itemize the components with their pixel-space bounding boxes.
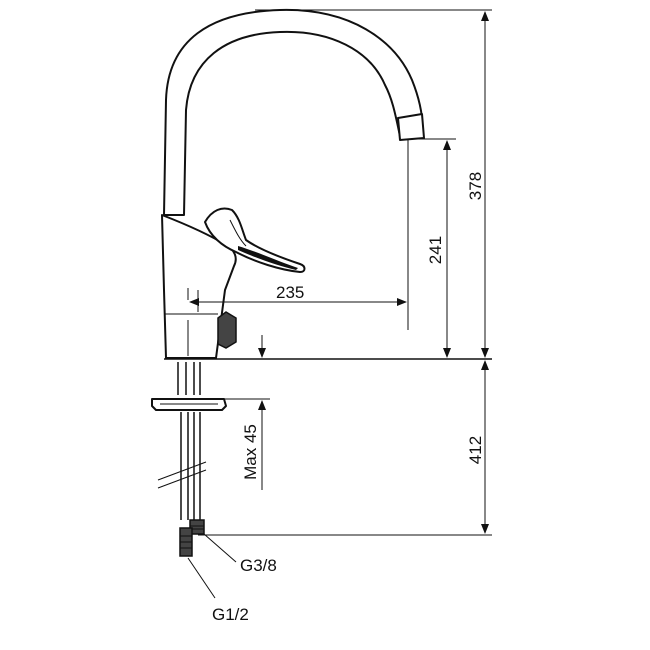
leader-g12 bbox=[187, 557, 216, 599]
leader-g38 bbox=[203, 533, 237, 563]
label-412: 412 bbox=[466, 436, 485, 464]
spout bbox=[163, 8, 424, 216]
temperature-knob bbox=[217, 311, 237, 349]
dimension-lines bbox=[187, 9, 492, 599]
label-g38: G3/8 bbox=[240, 556, 277, 575]
spout-tip bbox=[397, 113, 425, 141]
label-378: 378 bbox=[466, 172, 485, 200]
label-g12: G1/2 bbox=[212, 605, 249, 624]
label-235: 235 bbox=[276, 283, 304, 302]
mounting-assembly bbox=[151, 362, 227, 557]
label-241: 241 bbox=[426, 236, 445, 264]
faucet-body bbox=[161, 8, 492, 360]
dimension-labels: 235 241 378 412 Max 45 G3/8 G1/2 bbox=[212, 172, 485, 624]
lever-handle bbox=[204, 207, 306, 273]
label-max45: Max 45 bbox=[241, 424, 260, 480]
